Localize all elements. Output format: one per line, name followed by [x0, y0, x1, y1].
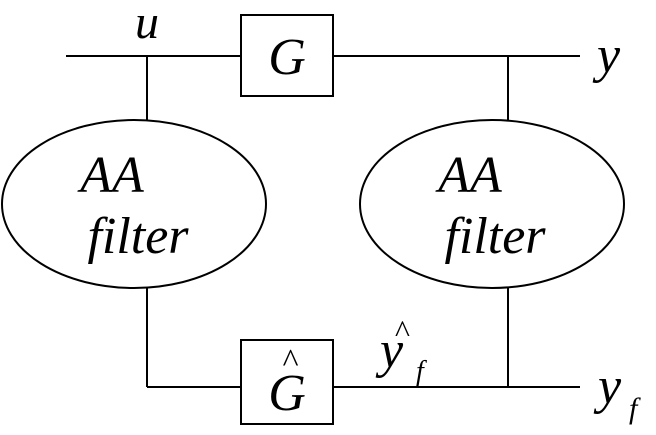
right-filter-line2: filter	[444, 208, 546, 265]
model-label: G	[268, 365, 306, 422]
estimated-output-hat-mark: ^	[394, 313, 410, 349]
right-aa-filter	[359, 119, 625, 289]
filtered-output-label: y	[593, 358, 622, 415]
left-filter-line1: AA	[77, 147, 144, 204]
output-signal-label: y	[592, 27, 621, 84]
model-block	[240, 339, 334, 425]
model-hat-mark: ^	[282, 343, 299, 380]
left-filter-line2: filter	[87, 208, 189, 265]
left-aa-filter	[1, 119, 267, 289]
estimated-filtered-output-label: y	[375, 322, 404, 379]
filtered-output-subscript: f	[629, 392, 641, 425]
input-signal-label: u	[135, 0, 159, 49]
estimated-filtered-output-subscript: f	[416, 356, 427, 387]
plant-label: G	[268, 29, 306, 86]
right-filter-line1: AA	[435, 147, 502, 204]
plant-block	[240, 14, 334, 97]
